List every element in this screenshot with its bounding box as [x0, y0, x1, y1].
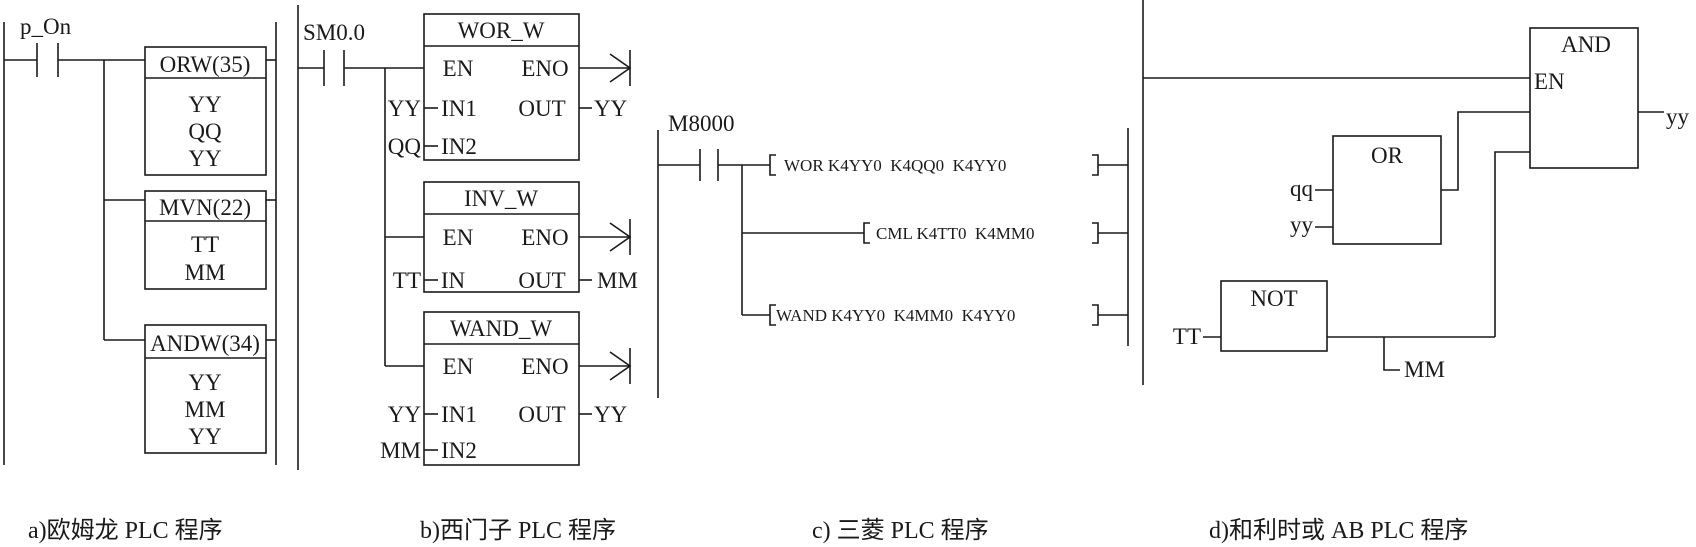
- operand: MM: [185, 260, 226, 285]
- wor-w-block: [423, 13, 580, 161]
- output-label: MM: [1404, 357, 1445, 382]
- panel-b-siemens: [297, 5, 632, 470]
- operand: YY: [188, 424, 222, 449]
- panel-c-mitsubishi: [657, 128, 1129, 398]
- block-name: INV_W: [464, 186, 538, 211]
- operand: QQ: [388, 134, 422, 159]
- operand: MM: [597, 268, 638, 293]
- block-name: WOR_W: [458, 18, 545, 43]
- instruction-bracket: [769, 154, 776, 176]
- instruction-bracket: [863, 222, 870, 244]
- operand: YY: [594, 96, 628, 121]
- operand: TT: [191, 232, 219, 257]
- pin-label: OUT: [518, 402, 565, 427]
- pin-label: EN: [443, 56, 474, 81]
- panel-d-function-blocks: [1142, 0, 1664, 385]
- wand-w-block: [423, 311, 580, 466]
- not-block: [1220, 280, 1328, 352]
- block-name: WAND_W: [450, 316, 552, 341]
- pin-label: OUT: [518, 268, 565, 293]
- instruction-text: WAND K4YY0 K4MM0 K4YY0: [776, 306, 1015, 325]
- block-name: NOT: [1250, 286, 1297, 311]
- input-label: TT: [1173, 324, 1201, 349]
- pin-label: OUT: [518, 96, 565, 121]
- operand: YY: [594, 402, 628, 427]
- pin-label: ENO: [521, 56, 568, 81]
- operand: YY: [188, 370, 222, 395]
- caption-a: a)欧姆龙 PLC 程序: [28, 517, 223, 544]
- block-name: OR: [1371, 143, 1404, 168]
- contact-label: M8000: [668, 111, 734, 136]
- pin-label: EN: [1534, 69, 1565, 94]
- pin-label: IN: [441, 268, 466, 293]
- operand: TT: [393, 268, 421, 293]
- panel-a-omron: [3, 22, 277, 465]
- operand: YY: [388, 96, 422, 121]
- pin-label: IN1: [441, 402, 477, 427]
- pin-label: ENO: [521, 225, 568, 250]
- operand: YY: [188, 92, 222, 117]
- and-block: [1529, 27, 1639, 169]
- block-name: AND: [1561, 32, 1611, 57]
- block-name: ORW(35): [160, 52, 251, 77]
- operand: QQ: [188, 119, 222, 144]
- pin-label: IN2: [441, 134, 477, 159]
- block-name: ANDW(34): [150, 331, 260, 356]
- operand: YY: [388, 402, 422, 427]
- caption-c: c) 三菱 PLC 程序: [812, 517, 989, 544]
- pin-label: IN2: [441, 438, 477, 463]
- operand: YY: [188, 146, 222, 171]
- output-label: yy: [1666, 104, 1690, 129]
- mvn-block: [144, 190, 267, 290]
- instruction-text: CML K4TT0 K4MM0: [876, 224, 1035, 243]
- orw-block: [144, 46, 267, 176]
- contact-label: p_On: [20, 14, 72, 39]
- pin-label: EN: [443, 354, 474, 379]
- andw-block: [144, 324, 267, 454]
- instruction-bracket: [769, 304, 776, 326]
- operand: MM: [185, 397, 226, 422]
- block-name: MVN(22): [159, 195, 251, 220]
- operand: MM: [380, 438, 421, 463]
- caption-d: d)和利时或 AB PLC 程序: [1209, 517, 1468, 544]
- pin-label: IN1: [441, 96, 477, 121]
- instruction-text: WOR K4YY0 K4QQ0 K4YY0: [784, 156, 1006, 175]
- pin-label: EN: [443, 225, 474, 250]
- caption-b: b)西门子 PLC 程序: [420, 517, 616, 544]
- contact-label: SM0.0: [303, 20, 365, 45]
- input-label: qq: [1290, 176, 1314, 201]
- input-label: yy: [1290, 212, 1314, 237]
- pin-label: ENO: [521, 354, 568, 379]
